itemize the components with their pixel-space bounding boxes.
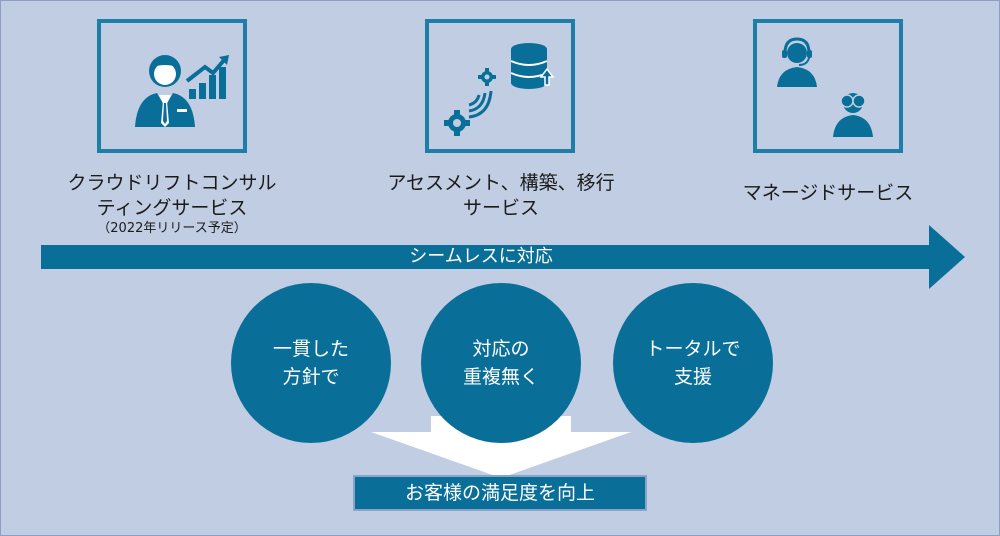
benefit-line: トータルで [645, 338, 741, 360]
down-arrow [371, 416, 631, 478]
database-gears-icon [444, 43, 555, 136]
service-label-line: アセスメント、構築、移行 [387, 172, 615, 194]
service-label-line: サービス [462, 197, 539, 219]
service-label-consulting: クラウドリフトコンサル ティングサービス （2022年リリース予定） [61, 171, 283, 237]
service-label-line: マネージドサービス [742, 182, 914, 204]
service-card-consulting [97, 19, 247, 153]
service-label-migration: アセスメント、構築、移行 サービス [376, 171, 626, 221]
service-label-line: クラウドリフトコンサル [67, 172, 277, 194]
benefit-circle-total-support: トータルで 支援 [613, 283, 773, 443]
benefit-line: 一貫した [272, 338, 349, 360]
service-card-migration [425, 19, 575, 153]
result-box: お客様の満足度を向上 [353, 475, 647, 511]
benefit-circle-no-duplication: 対応の 重複無く [421, 283, 581, 443]
benefit-line: 対応の [472, 338, 530, 360]
release-note: （2022年リリース予定） [97, 221, 247, 236]
service-label-managed: マネージドサービス [728, 181, 928, 206]
benefit-line: 方針で [282, 366, 340, 388]
service-label-line: ティングサービス [96, 197, 248, 219]
support-monitoring-icon [777, 37, 873, 137]
consultant-growth-icon [135, 55, 229, 127]
benefit-line: 重複無く [462, 366, 539, 388]
benefit-circle-consistent: 一貫した 方針で [231, 283, 391, 443]
service-card-managed [753, 19, 903, 153]
flow-label: シームレスに対応 [409, 246, 553, 267]
flow-arrow [41, 225, 965, 289]
benefit-line: 支援 [673, 366, 712, 388]
